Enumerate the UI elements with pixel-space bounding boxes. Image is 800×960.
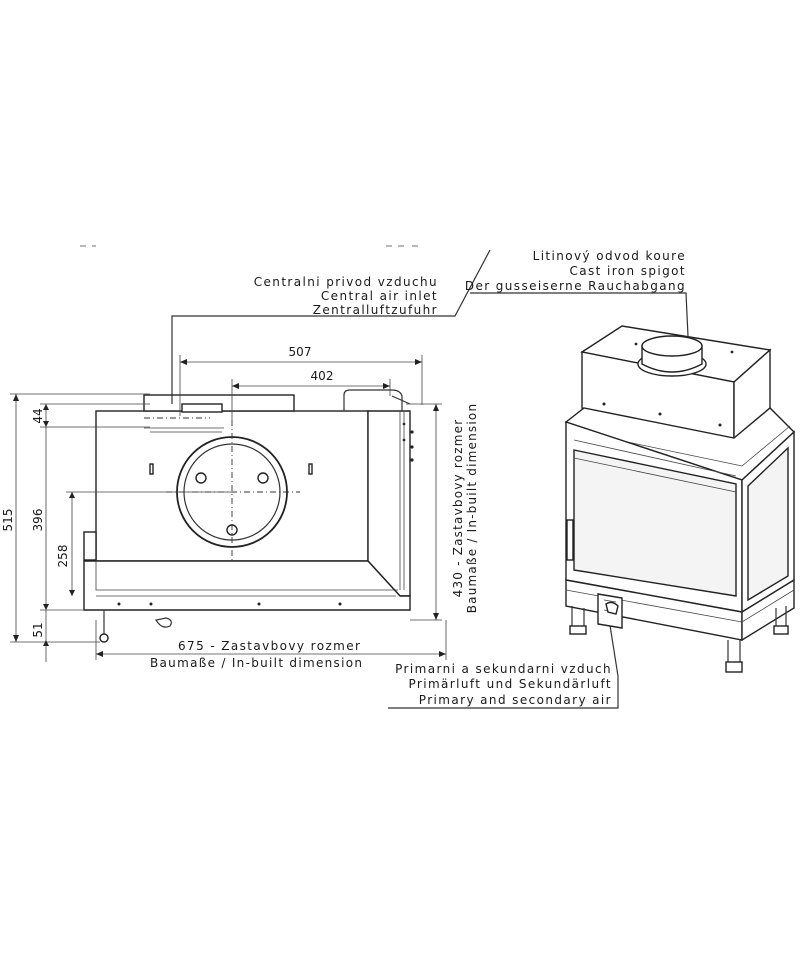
spigot-top [641, 335, 703, 357]
foot-front-right [725, 661, 743, 673]
air-inlet-label-cz: Centralni privod vzduchu [254, 275, 438, 289]
dim-430-label-2: Baumaße / In-built dimension [465, 403, 479, 614]
isometric-view [564, 325, 796, 673]
air-inlet-label-de: Zentralluftzufuhr [313, 303, 438, 317]
callout-spigot: Litinový odvod koure Cast iron spigot De… [465, 249, 689, 337]
front-glass [573, 449, 737, 597]
primary-air-label-de: Primärluft und Sekundärluft [408, 677, 612, 691]
dim-675-label-2: Baumaße / In-built dimension [150, 656, 363, 670]
spigot-label-cz: Litinový odvod koure [533, 249, 686, 263]
front-elevation [83, 389, 414, 643]
foot-back-right [773, 625, 789, 635]
side-glass [747, 446, 789, 602]
dim-51: 51 [31, 622, 45, 637]
base-side [741, 578, 795, 642]
callout-primary-air: Primarni a sekundarni vzduch Primärluft … [388, 599, 619, 709]
dim-507: 507 [289, 345, 312, 359]
dim-515: 515 [1, 509, 15, 532]
foot-knob [99, 633, 109, 643]
dim-675-label: 675 - Zastavbovy rozmer [178, 639, 361, 653]
dim-396: 396 [31, 509, 45, 532]
dim-258: 258 [56, 545, 70, 568]
dim-402: 402 [311, 369, 334, 383]
spigot-label-de: Der gusseiserne Rauchabgang [465, 279, 686, 293]
air-inlet-stub [181, 403, 223, 413]
dimension-lines [10, 355, 447, 662]
air-inlet-label-en: Central air inlet [321, 289, 438, 303]
spigot-label-en: Cast iron spigot [569, 264, 686, 278]
callout-air-inlet: Centralni privod vzduchu Central air inl… [171, 249, 491, 404]
primary-air-label-en: Primary and secondary air [419, 693, 612, 707]
air-lever [155, 617, 172, 628]
dim-430-label: 430 - Zastavbovy rozmer [451, 419, 465, 598]
panel-rivets [402, 422, 414, 462]
foot-front-left [569, 625, 587, 635]
front-side-strip [83, 531, 97, 561]
primary-air-label-cz: Primarni a sekundarni vzduch [395, 662, 612, 676]
front-base [83, 560, 411, 611]
door-handle [566, 519, 574, 561]
dim-44: 44 [31, 408, 45, 423]
base-rivets [117, 602, 342, 606]
